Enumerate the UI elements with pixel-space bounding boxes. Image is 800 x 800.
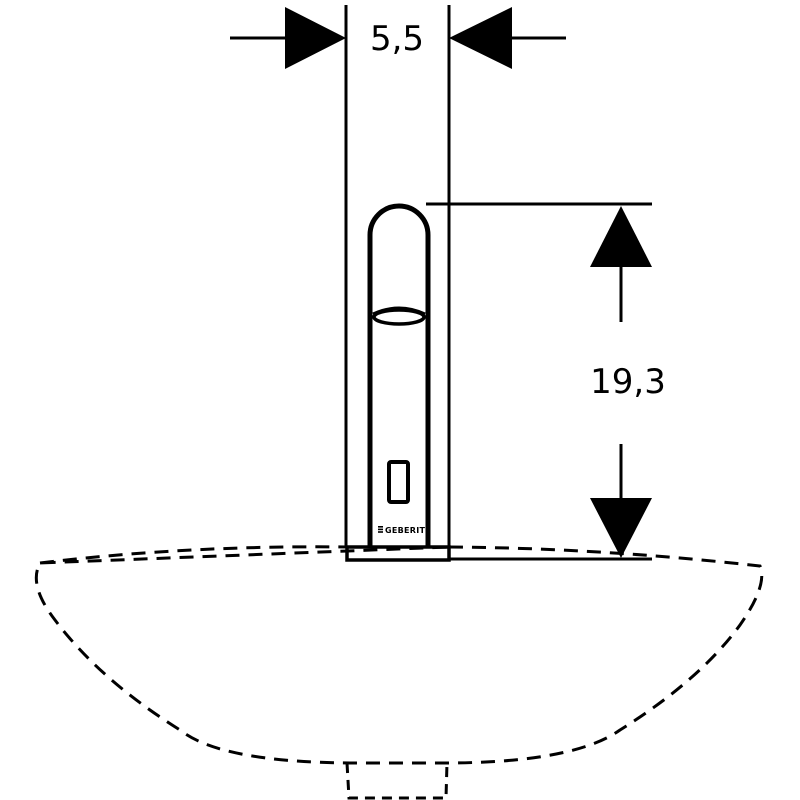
width-dimension-label: 5,5 xyxy=(370,19,424,59)
faucet-body xyxy=(367,203,431,546)
brand-logo-icon xyxy=(378,526,383,533)
brand-label: GEBERIT xyxy=(385,526,426,535)
basin-outline xyxy=(34,545,764,765)
height-dimension-label: 19,3 xyxy=(590,362,666,402)
brand-logo: GEBERIT xyxy=(378,526,426,535)
width-arrow-right xyxy=(449,7,566,69)
basin-drain-outline xyxy=(345,762,449,800)
height-arrow-bottom xyxy=(590,444,652,558)
height-arrow-top xyxy=(590,206,652,322)
spout-opening-icon xyxy=(372,306,426,326)
width-arrow-left xyxy=(230,7,346,69)
sensor-window-icon xyxy=(387,460,410,504)
